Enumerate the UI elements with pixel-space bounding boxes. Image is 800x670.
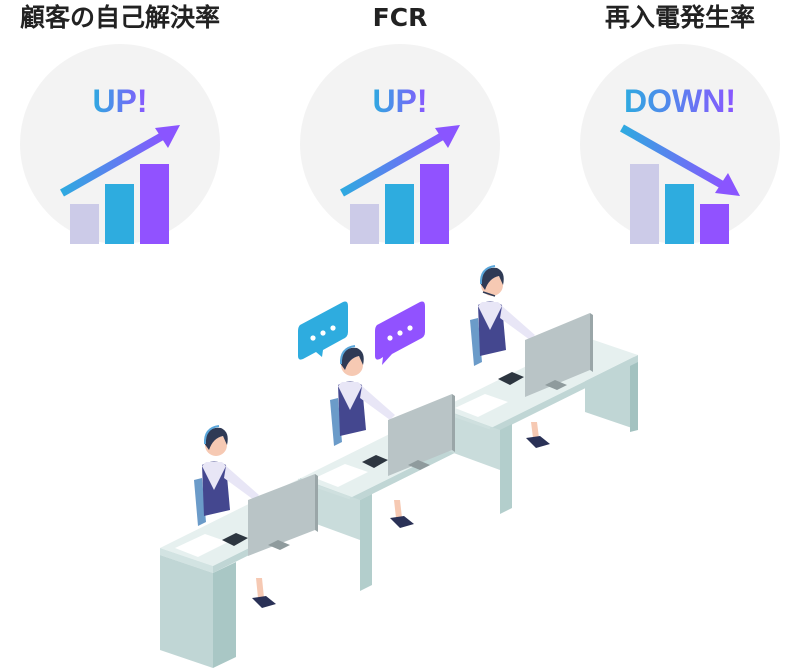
operator: [330, 345, 395, 446]
operator: [194, 425, 259, 526]
metric-fcr: FCR UP!: [280, 0, 520, 244]
monitor-icon: [248, 313, 593, 556]
metric-callback-rate: 再入電発生率 DOWN!: [560, 0, 800, 244]
trend-label: DOWN!: [624, 83, 736, 119]
call-center-illustration: [160, 265, 638, 668]
metric-self-resolution: 顧客の自己解決率 UP!: [0, 0, 240, 244]
operator: [470, 265, 535, 366]
metric-title: 顧客の自己解決率: [19, 3, 220, 32]
rising-bar-chart-icon: UP!: [300, 44, 500, 244]
metric-title: 再入電発生率: [604, 3, 755, 32]
falling-bar-chart-icon: DOWN!: [580, 44, 780, 244]
trend-label: UP!: [372, 83, 427, 119]
metric-title: FCR: [372, 3, 428, 32]
rising-bar-chart-icon: UP!: [20, 44, 220, 244]
trend-label: UP!: [92, 83, 147, 119]
keyboard-icon: [222, 372, 524, 546]
operator-feet: [252, 422, 550, 608]
speech-bubble-icon: [298, 301, 348, 360]
speech-bubble-icon: [375, 301, 425, 365]
